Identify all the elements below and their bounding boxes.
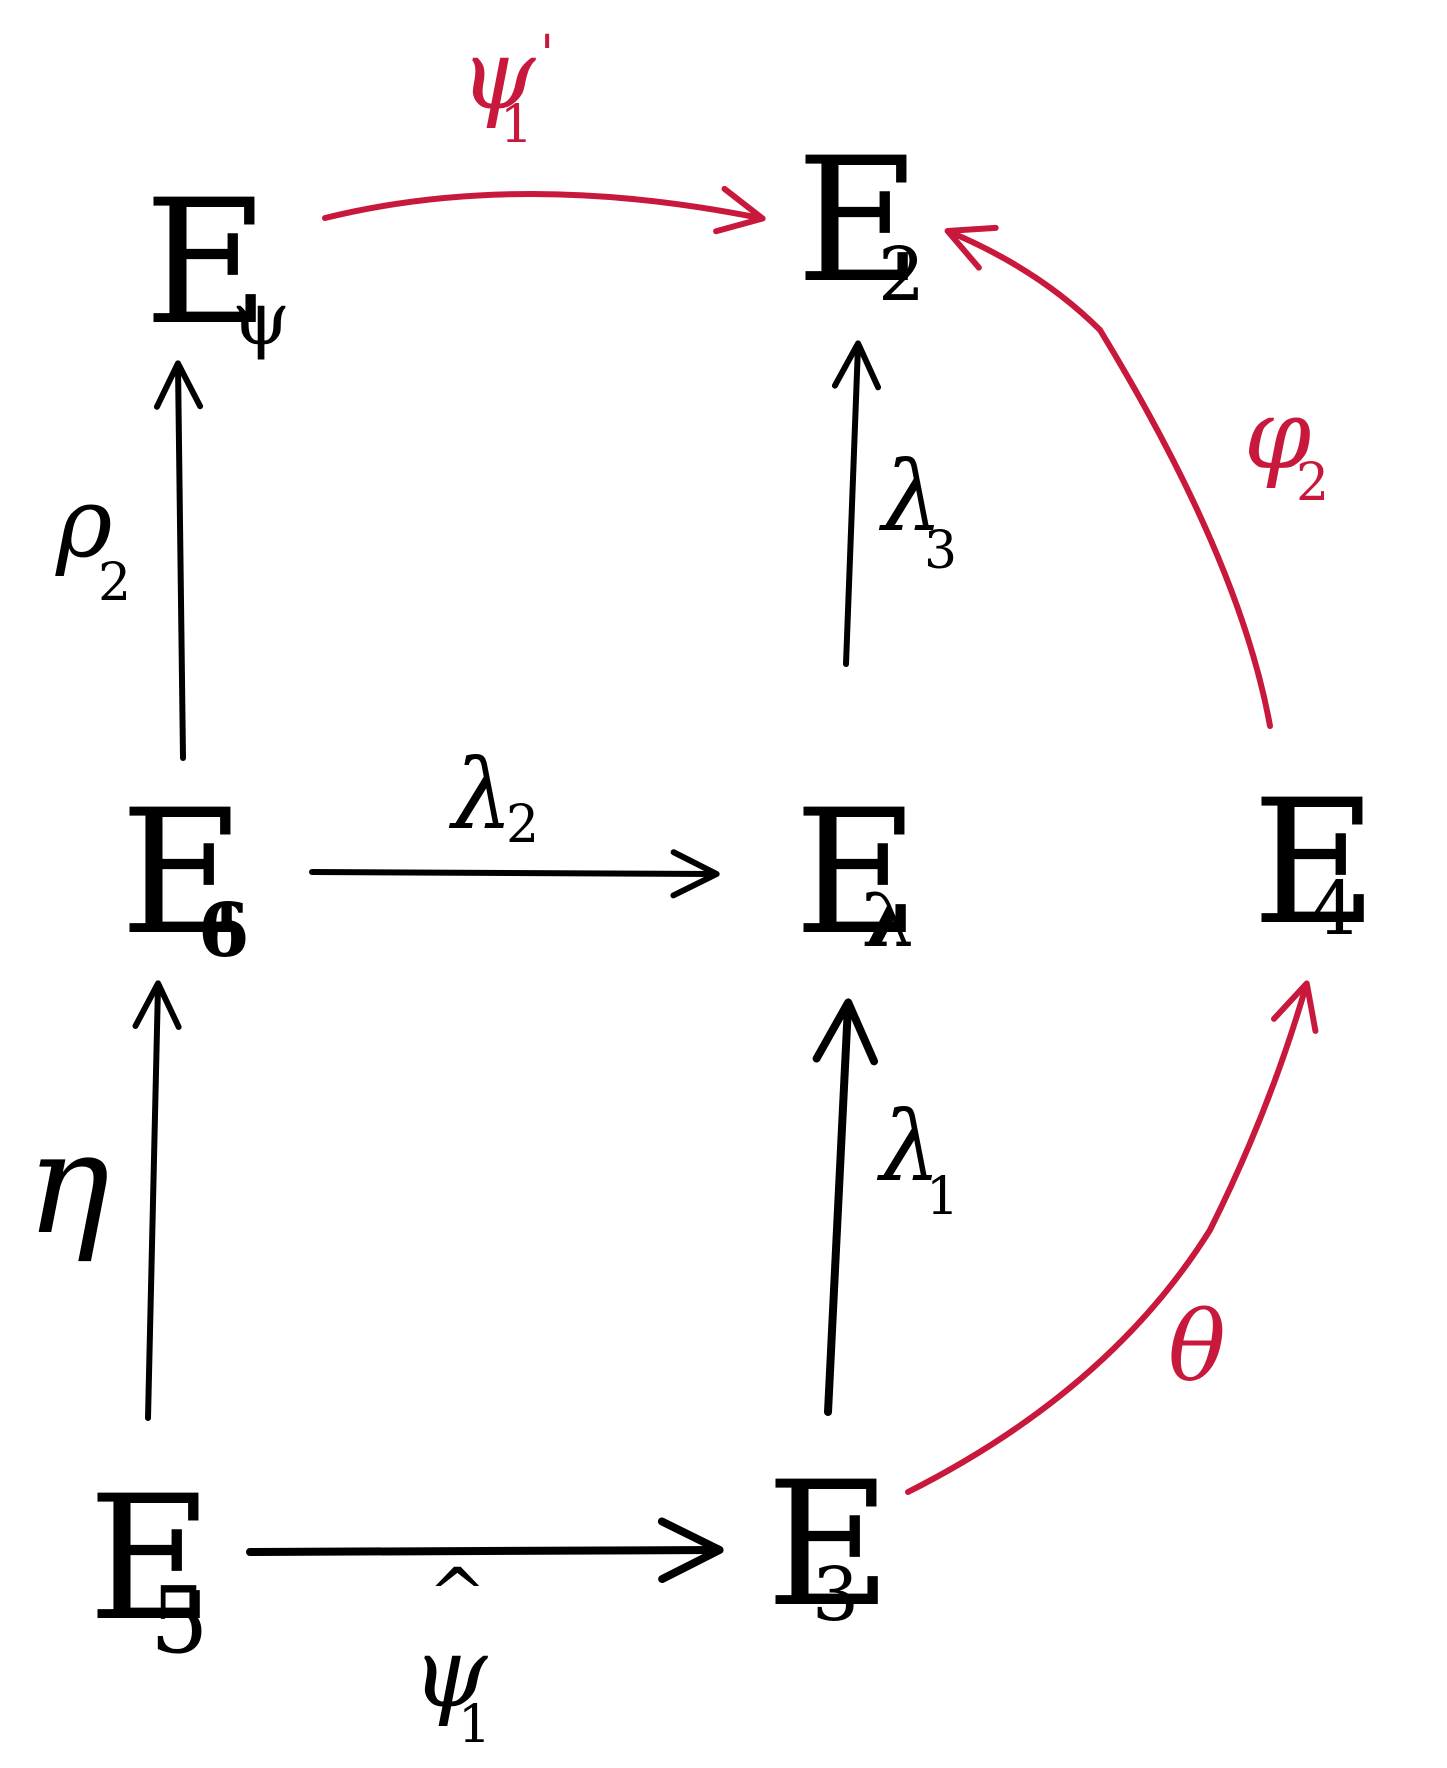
arrow-psi1-prime — [322, 185, 766, 235]
node-e-2-base: E — [796, 120, 922, 321]
label-lambda1: λ 1 — [876, 1091, 959, 1227]
node-e-2: E 2 — [796, 120, 925, 321]
label-lambda3-sub: 3 — [924, 521, 957, 581]
node-e-lambda-sub: λ — [862, 878, 914, 964]
node-e-psi: E ψ — [144, 162, 290, 363]
label-lambda3-symbol: λ — [878, 441, 943, 553]
label-rho2: ρ 2 — [55, 467, 131, 613]
label-psi1-prime-symbol: ψ — [460, 19, 537, 131]
label-psi1-prime: ψ 1 ' — [460, 19, 554, 155]
node-e-6: E 6 — [120, 772, 250, 974]
label-lambda3: λ 3 — [878, 441, 957, 581]
label-psi1-hat-accent: ^ — [428, 1553, 487, 1635]
node-e-3-base: E — [766, 1444, 892, 1645]
label-rho2-symbol: ρ — [55, 467, 112, 579]
arrow-lambda3 — [831, 340, 882, 667]
label-lambda2-symbol: λ — [448, 739, 513, 851]
node-e-4: E 4 — [1252, 762, 1378, 963]
label-theta-symbol: θ — [1168, 1291, 1226, 1403]
node-e-6-sub: 6 — [198, 888, 250, 974]
node-e-4-sub: 4 — [1310, 866, 1357, 952]
node-e-lambda: E λ — [794, 772, 920, 973]
node-e-4-base: E — [1252, 762, 1378, 963]
label-psi1-prime-sup: ' — [540, 25, 554, 85]
label-lambda1-sub: 1 — [926, 1167, 959, 1227]
arrow-theta — [905, 980, 1319, 1495]
node-e-5: E 5 — [88, 1458, 214, 1674]
label-psi1-hat-sub: 1 — [458, 1695, 491, 1755]
node-e-5-sub: 5 — [150, 1567, 209, 1674]
arrow-eta — [132, 980, 182, 1421]
node-e-lambda-base: E — [794, 772, 920, 973]
node-e-6-base: E — [120, 772, 246, 973]
label-phi2-sub: 2 — [1296, 453, 1329, 513]
label-theta: θ — [1168, 1291, 1226, 1403]
arrow-lambda1 — [812, 998, 879, 1416]
node-e-psi-sub: ψ — [232, 276, 290, 362]
label-eta-symbol: η — [26, 1103, 110, 1266]
label-rho2-sub: 2 — [98, 553, 131, 613]
label-lambda2-sub: 2 — [506, 795, 539, 855]
node-e-3-sub: 3 — [812, 1552, 859, 1638]
label-lambda1-symbol: λ — [876, 1091, 941, 1203]
label-psi1-hat: ^ ψ 1 — [412, 1553, 491, 1755]
node-e-3: E 3 — [766, 1444, 892, 1645]
node-e-psi-base: E — [144, 162, 270, 363]
arrow-rho2 — [153, 360, 204, 761]
arrow-phi2 — [944, 224, 1273, 729]
node-e-5-base: E — [88, 1458, 214, 1659]
label-lambda2: λ 2 — [448, 739, 539, 855]
arrow-psi1-hat — [246, 1517, 724, 1583]
node-e-2-sub: 2 — [878, 232, 925, 318]
label-psi1-hat-symbol: ψ — [412, 1617, 489, 1729]
label-psi1-prime-sub: 1 — [500, 95, 533, 155]
arrow-lambda2 — [309, 849, 720, 899]
label-phi2-symbol: φ — [1244, 379, 1311, 491]
label-eta: η — [26, 1103, 110, 1266]
label-phi2: φ 2 — [1244, 379, 1329, 513]
